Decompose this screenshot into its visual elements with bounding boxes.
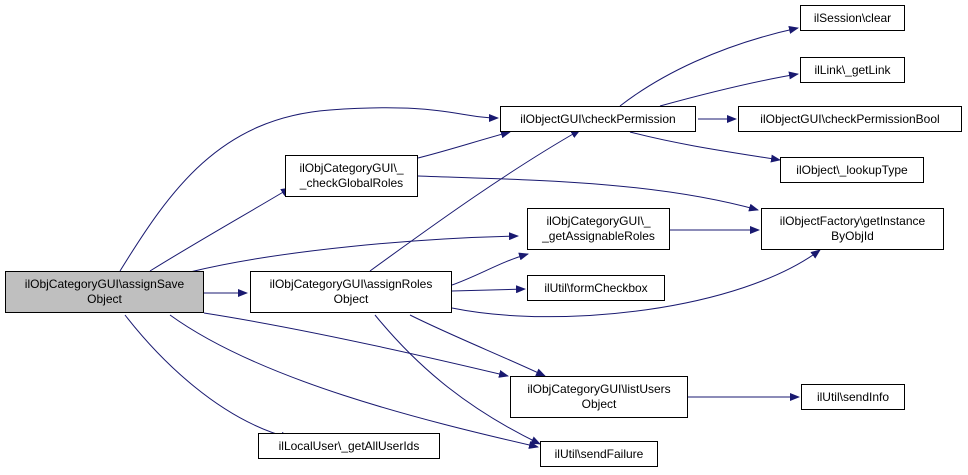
node-line: ilUtil\formCheckbox <box>544 280 648 295</box>
edge-assignroles-getassignableroles <box>451 252 529 286</box>
node-line: ilObjectGUI\checkPermissionBool <box>760 111 940 126</box>
node-form-checkbox[interactable]: ilUtil\formCheckbox <box>527 275 665 301</box>
edge-assignsave-sendfailure <box>169 314 539 449</box>
edge-checkperm-sessclear <box>619 26 799 107</box>
node-list-users-object[interactable]: ilObjCategoryGUI\listUsers Object <box>510 376 688 418</box>
edge-assignroles-sendfailure <box>374 314 541 445</box>
node-line: ilObjCategoryGUI\_ <box>299 161 404 175</box>
node-line: ilLink\_getLink <box>814 62 891 77</box>
edge-assignsave-checkglobalroles <box>149 187 291 272</box>
node-assign-roles-object[interactable]: ilObjCategoryGUI\assignRoles Object <box>250 271 452 313</box>
node-line: ilObjCategoryGUI\assignSave <box>24 277 185 291</box>
node-get-all-user-ids[interactable]: ilLocalUser\_getAllUserIds <box>258 433 440 459</box>
edge-assignroles-formcheckbox <box>451 285 526 294</box>
node-line: ilLocalUser\_getAllUserIds <box>278 438 420 453</box>
edge-assignroles-checkpermission <box>369 129 581 272</box>
edge-checkglobal-getinstance <box>417 175 759 212</box>
node-line: Object <box>87 292 122 306</box>
edge-assignsave-getassignableroles <box>189 232 519 273</box>
node-line: ilUtil\sendFailure <box>554 446 644 461</box>
edge-checkperm-getlink <box>659 71 799 107</box>
node-send-failure[interactable]: ilUtil\sendFailure <box>540 441 658 467</box>
node-get-instance-by-obj-id[interactable]: ilObjectFactory\getInstance ByObjId <box>761 208 944 250</box>
node-assign-save-object: ilObjCategoryGUI\assignSave Object <box>5 271 204 313</box>
edge-checkperm-lookuptype <box>629 131 781 163</box>
node-check-permission-bool[interactable]: ilObjectGUI\checkPermissionBool <box>738 106 962 132</box>
node-line: ilObject\_lookupType <box>796 162 908 177</box>
node-line: ilObjCategoryGUI\_ <box>546 214 651 228</box>
node-session-clear[interactable]: ilSession\clear <box>800 5 905 31</box>
node-line: ilUtil\sendInfo <box>816 389 890 404</box>
node-line: _checkGlobalRoles <box>299 176 404 190</box>
edge-assignsave-listusers <box>203 312 509 378</box>
edge-assignroles-getinstance <box>451 249 821 318</box>
node-check-global-roles[interactable]: ilObjCategoryGUI\_ _checkGlobalRoles <box>285 155 418 197</box>
edge-checkglobal-checkpermission <box>417 130 511 159</box>
node-line: _getAssignableRoles <box>542 229 655 243</box>
node-line: ilObjectGUI\checkPermission <box>520 111 676 126</box>
node-send-info[interactable]: ilUtil\sendInfo <box>801 384 905 410</box>
edge-assignroles-listusers <box>409 314 546 377</box>
node-line: Object <box>581 397 617 411</box>
node-line: ilSession\clear <box>813 10 892 25</box>
node-get-assignable-roles[interactable]: ilObjCategoryGUI\_ _getAssignableRoles <box>527 208 670 250</box>
node-check-permission[interactable]: ilObjectGUI\checkPermission <box>500 106 696 132</box>
edge-assignsave-getalluserids <box>124 314 291 440</box>
node-lookup-type[interactable]: ilObject\_lookupType <box>780 157 924 183</box>
node-line: ilObjCategoryGUI\assignRoles <box>269 277 433 291</box>
node-line: Object <box>333 292 369 306</box>
node-line: ByObjId <box>831 229 874 243</box>
edge-assignsave-checkpermission <box>119 107 499 272</box>
node-get-link[interactable]: ilLink\_getLink <box>800 57 905 83</box>
node-line: ilObjCategoryGUI\listUsers <box>527 382 671 396</box>
node-line: ilObjectFactory\getInstance <box>779 214 926 228</box>
